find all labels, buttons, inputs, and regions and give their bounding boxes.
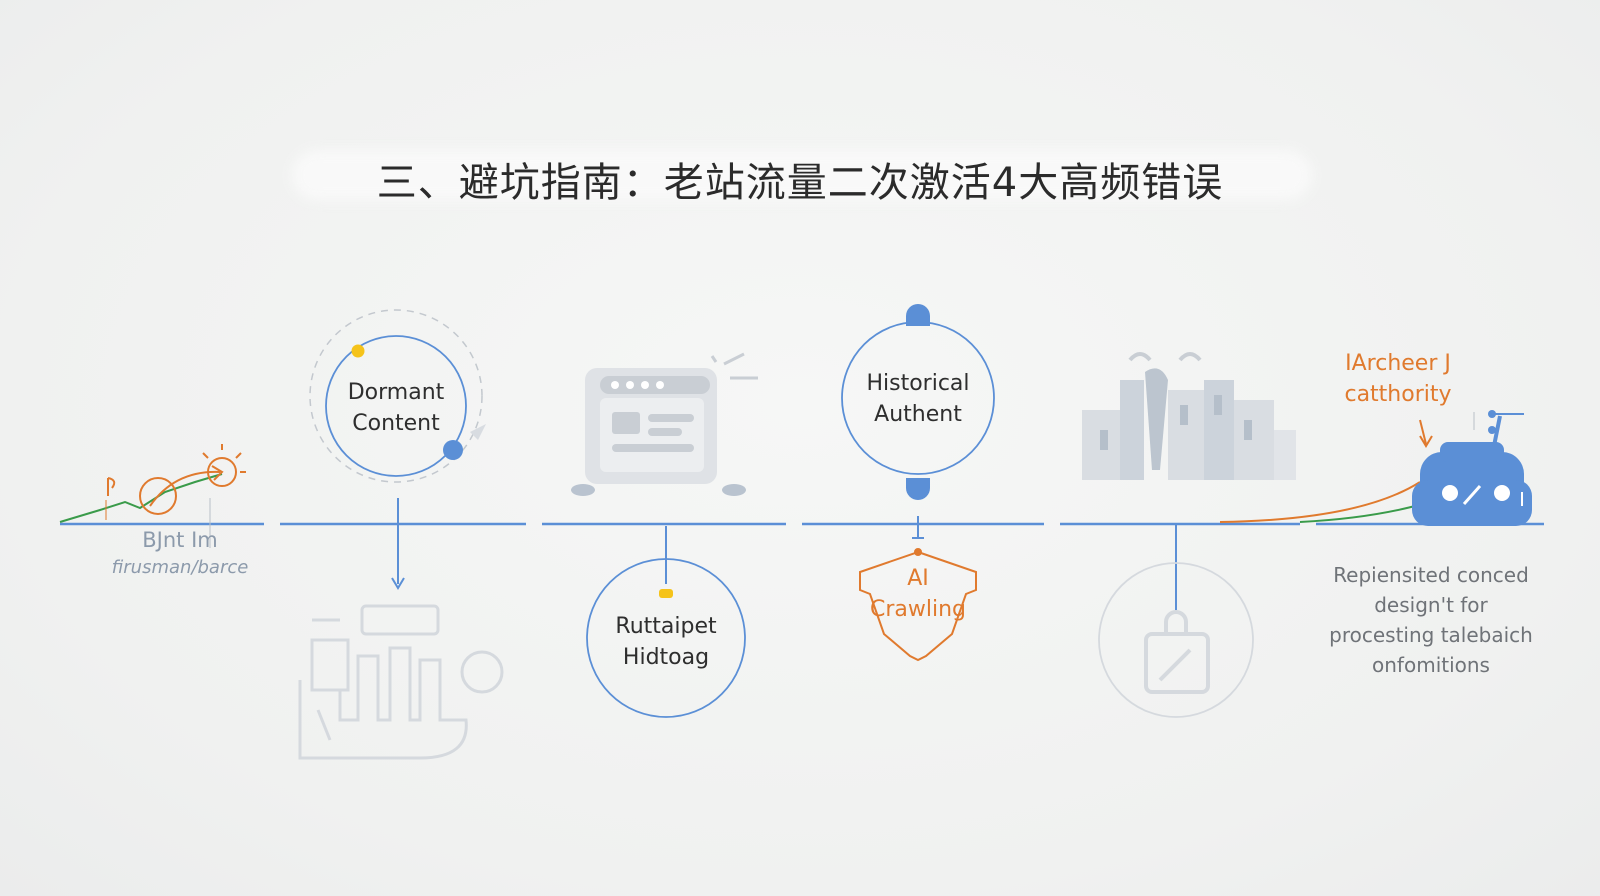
node-7-description: Repiensited conced design't for procesti… bbox=[1306, 560, 1556, 680]
browser-window-icon bbox=[571, 352, 758, 584]
node-1-subtitle: firusman/barce bbox=[111, 557, 249, 578]
node-6-label: IArcheer J catthority bbox=[1318, 348, 1478, 410]
node-7-line-1: Repiensited conced bbox=[1333, 563, 1529, 587]
node-1-label: BJnt Im firusman/barce bbox=[70, 526, 290, 582]
node-6-line-1: IArcheer J bbox=[1345, 351, 1451, 376]
node-circle bbox=[586, 558, 746, 718]
page-title: 三、避坑指南：老站流量二次激活4大高频错误 bbox=[376, 160, 1224, 206]
node-3-label: Ruttaipet Hidtoag bbox=[586, 611, 746, 673]
node-7-line-2: design't for bbox=[1374, 593, 1488, 617]
node-2-line-1: Dormant bbox=[347, 380, 445, 405]
node-4-line-2: Authent bbox=[874, 402, 962, 427]
robot-car-icon bbox=[1412, 410, 1532, 526]
node-5-line-2: Crawling bbox=[869, 597, 966, 622]
node-7-line-3: procesting talebaich bbox=[1329, 623, 1533, 647]
node-circle bbox=[841, 304, 995, 539]
node-3-line-1: Ruttaipet bbox=[615, 614, 717, 639]
hand-data-icon bbox=[298, 604, 504, 760]
node-4-line-1: Historical bbox=[866, 371, 970, 396]
orbit-ring-icon bbox=[309, 309, 486, 590]
node-1-title: BJnt Im bbox=[142, 528, 218, 552]
node-6-line-2: catthority bbox=[1344, 382, 1452, 407]
title-backdrop bbox=[292, 150, 1312, 200]
shield-badge-icon bbox=[859, 548, 977, 662]
clipboard-icon bbox=[1098, 562, 1254, 718]
node-2-line-2: Content bbox=[352, 411, 440, 436]
city-buildings-icon bbox=[1082, 352, 1296, 480]
node-7-line-4: onfomitions bbox=[1372, 653, 1490, 677]
node-2-label: Dormant Content bbox=[316, 377, 476, 439]
growth-chart-icon bbox=[59, 444, 246, 548]
node-5-line-1: AI bbox=[907, 566, 929, 591]
node-5-label: AI Crawling bbox=[848, 563, 988, 625]
node-4-label: Historical Authent bbox=[838, 368, 998, 430]
node-3-line-2: Hidtoag bbox=[622, 645, 710, 670]
